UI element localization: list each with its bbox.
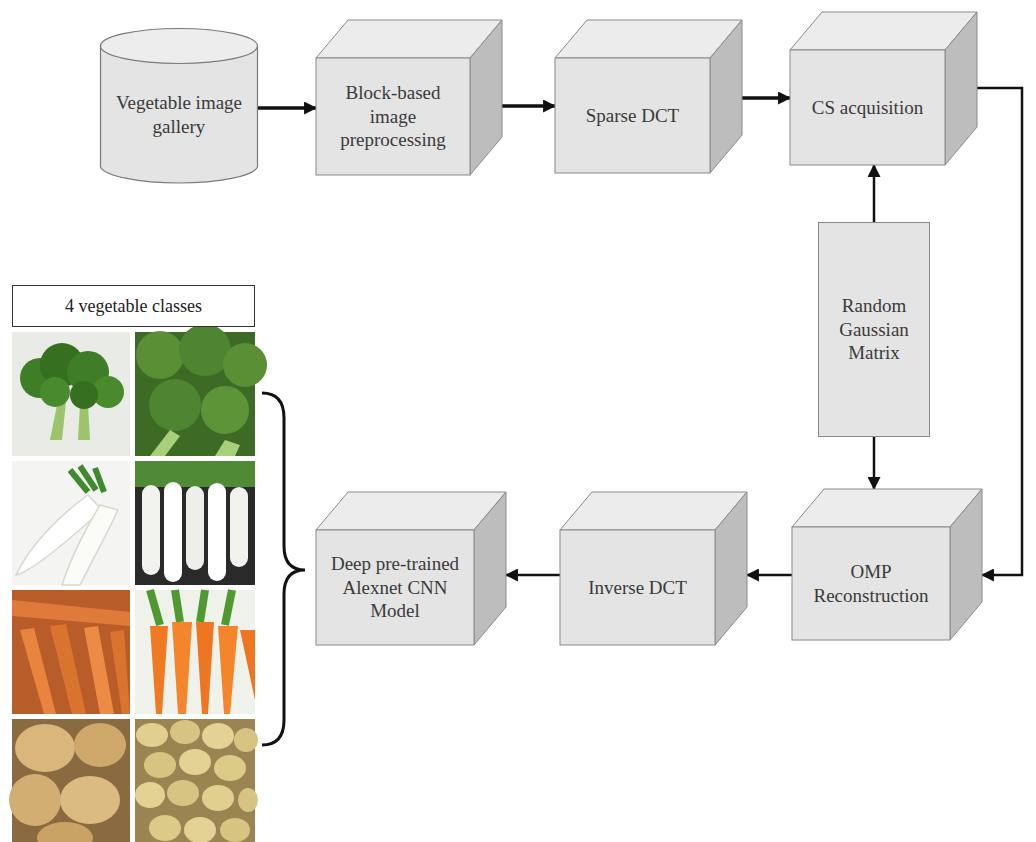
process-box: Sparse DCT (555, 20, 742, 173)
box-side (715, 492, 747, 645)
box-front (555, 58, 710, 173)
box-top (792, 489, 982, 527)
text-area: CS acquisition (790, 50, 945, 165)
radish-photo (135, 461, 255, 585)
node-shape (555, 20, 742, 173)
text-area: Inverse DCT (560, 530, 715, 645)
text-area: Block-based image preprocessing (316, 58, 470, 175)
broccoli-photo (135, 324, 267, 456)
flow-arrow (502, 104, 555, 108)
box-top (316, 492, 506, 530)
potato-photo (135, 719, 258, 842)
text-area: Deep pre-trained Alexnet CNN Model (316, 530, 474, 645)
flow-arrow (977, 88, 1022, 575)
process-box: CS acquisition (790, 12, 977, 165)
process-box: OMP Reconstruction (792, 489, 982, 640)
text-area: Vegetable image gallery (100, 64, 258, 165)
node-shape (560, 492, 747, 645)
heading-box: 4 vegetable classes (12, 285, 255, 327)
process-box: Inverse DCT (560, 492, 747, 645)
node-label: 4 vegetable classes (65, 295, 202, 318)
box-top (790, 12, 977, 50)
flow-arrow (506, 574, 560, 577)
text-area: Random Gaussian Matrix (818, 222, 930, 437)
box-side (474, 492, 506, 645)
node-label: Random Gaussian Matrix (826, 294, 922, 365)
node-label: Vegetable image gallery (108, 91, 250, 139)
flow-arrow (873, 437, 876, 489)
text-area: 4 vegetable classes (12, 285, 255, 327)
box-top (555, 20, 742, 58)
box-top (560, 492, 747, 530)
box-top (316, 20, 502, 58)
node-label: CS acquisition (812, 96, 923, 120)
box-side (945, 12, 977, 165)
node-shape (790, 12, 977, 165)
broccoli-photo (12, 332, 130, 456)
box-front (560, 530, 715, 645)
node-label: Deep pre-trained Alexnet CNN Model (324, 552, 466, 623)
matrix-box: Random Gaussian Matrix (818, 222, 930, 437)
process-box: Deep pre-trained Alexnet CNN Model (316, 492, 506, 645)
box-side (470, 20, 502, 175)
flow-arrow (742, 96, 790, 100)
flow-arrow (747, 574, 792, 577)
node-label: Sparse DCT (586, 104, 679, 128)
box-front (790, 50, 945, 165)
carrot-photo (12, 590, 130, 714)
cylinder-top (101, 29, 258, 64)
box-side (950, 489, 982, 640)
node-label: OMP Reconstruction (800, 560, 942, 608)
box-side (710, 20, 742, 173)
box-front (316, 530, 474, 645)
box-front (792, 527, 950, 640)
heading-rect (13, 286, 255, 327)
database-cylinder: Vegetable image gallery (100, 28, 258, 185)
text-area: Sparse DCT (555, 58, 710, 173)
box-front (316, 58, 470, 175)
curly-bracket (262, 393, 305, 745)
matrix-rect (819, 223, 930, 437)
node-label: Block-based image preprocessing (324, 81, 462, 152)
carrot-photo (135, 590, 255, 714)
text-area: OMP Reconstruction (792, 527, 950, 640)
flow-arrow (258, 106, 316, 110)
process-box: Block-based image preprocessing (316, 20, 502, 175)
potato-photo (9, 719, 130, 842)
node-label: Inverse DCT (588, 576, 687, 600)
flow-arrow (873, 165, 876, 222)
radish-photo (12, 461, 130, 585)
